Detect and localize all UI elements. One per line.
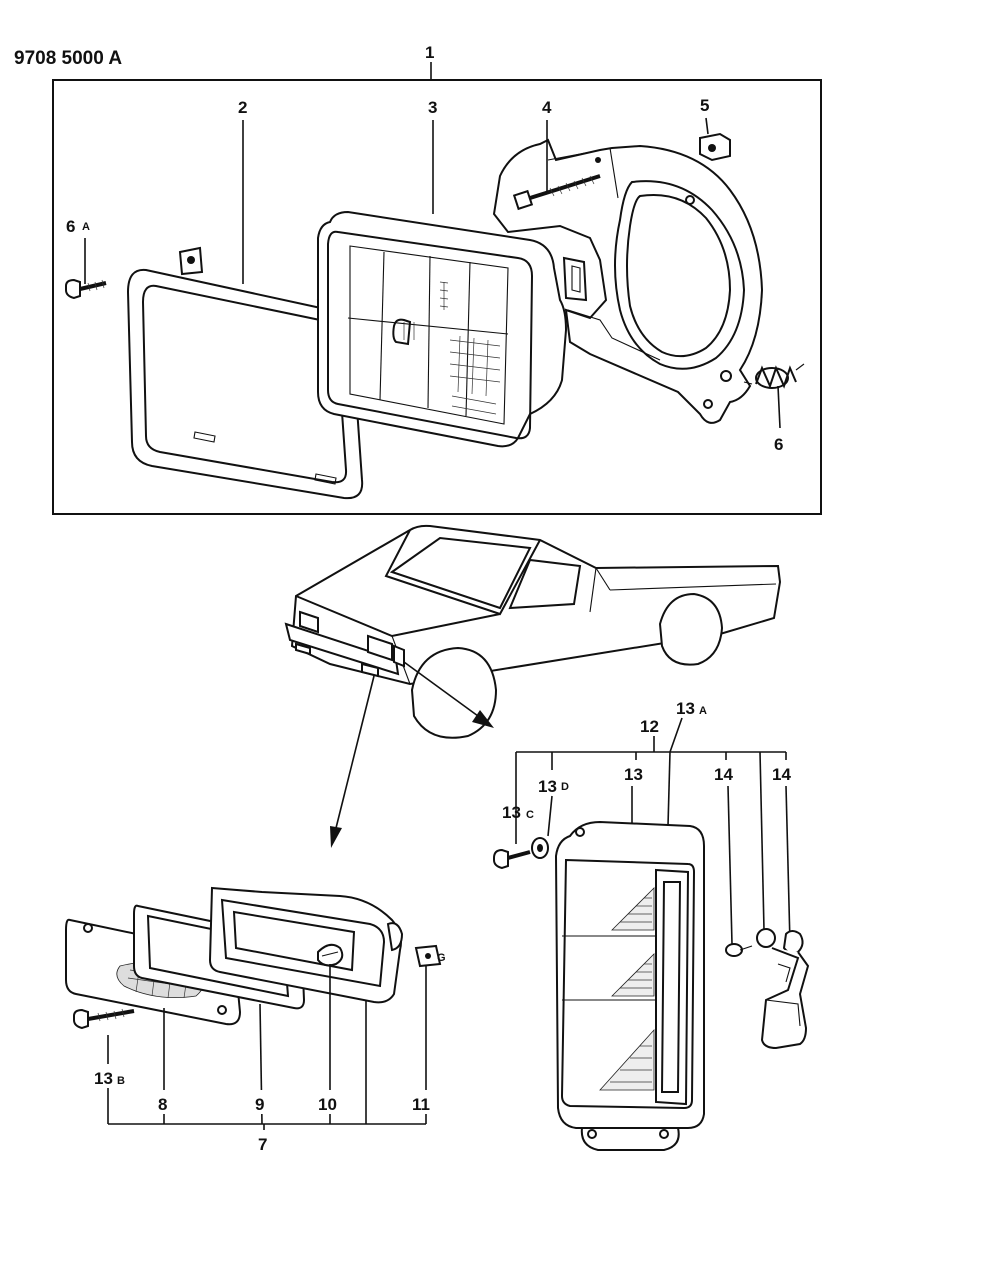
adjusting-spring	[743, 363, 805, 389]
callout-13c: 13	[502, 803, 521, 822]
leader-6	[777, 385, 781, 429]
callout-6a: 6	[66, 217, 75, 236]
callout-6a-suffix: A	[82, 221, 90, 233]
sealed-beam-headlamp	[317, 210, 588, 448]
side-marker-housing	[208, 886, 404, 1004]
callout-9: 9	[255, 1095, 264, 1114]
leader-13a	[669, 717, 683, 753]
label-bg-13b	[92, 1064, 128, 1088]
callout-7: 7	[258, 1135, 267, 1154]
leader-lamp	[667, 751, 671, 827]
diagram-code: 9708 5000 A	[14, 48, 122, 69]
callout-13d: 13	[538, 777, 557, 796]
label-bg-9	[250, 1090, 270, 1114]
washer-13d	[531, 837, 549, 859]
callout-5: 5	[700, 96, 709, 115]
pointer-arrows	[330, 661, 494, 848]
leader-14a	[727, 785, 733, 945]
callout-10: 10	[318, 1095, 337, 1114]
side-marker-bulb	[317, 943, 344, 967]
leader-socket	[759, 751, 765, 931]
adjusting-screw	[512, 174, 601, 211]
callout-12: 12	[640, 717, 659, 736]
callout-1: 1	[425, 43, 434, 62]
callout-4: 4	[542, 98, 552, 117]
callout-2: 2	[238, 98, 247, 117]
leader-13d	[547, 795, 553, 837]
callout-8: 8	[158, 1095, 167, 1114]
callout-13a: 13	[676, 699, 695, 718]
label-bg-10	[316, 1090, 346, 1114]
callout-13b: 13	[94, 1069, 113, 1088]
callout-11: 11	[412, 1095, 430, 1114]
bulb-14a	[725, 943, 753, 957]
nut-clip	[699, 132, 731, 162]
callout-13a-suffix: A	[699, 705, 707, 717]
callout-14a: 14	[714, 765, 733, 784]
callout-13: 13	[624, 765, 643, 784]
socket-and-bulb-14	[756, 928, 810, 1050]
side-marker-clip	[414, 944, 442, 968]
leader-14b	[785, 785, 791, 945]
label-bg-11	[410, 1090, 440, 1114]
screw-6a	[65, 278, 107, 300]
headlamp-mounting-bracket	[492, 138, 764, 424]
screw-13b	[73, 1008, 135, 1030]
callout-14b: 14	[772, 765, 791, 784]
pickup-truck-illustration	[284, 524, 782, 739]
callout-13c-suffix: C	[526, 809, 534, 821]
screw-13c	[493, 848, 531, 870]
combination-lamp	[554, 820, 705, 1151]
callout-13d-suffix: D	[561, 781, 569, 793]
callout-6: 6	[774, 435, 783, 454]
leader-5	[705, 117, 709, 135]
callout-13b-suffix: B	[117, 1075, 125, 1087]
headlamp-assembly-box	[52, 79, 822, 515]
callout-11-suffix: G	[437, 952, 446, 964]
label-bg-8	[154, 1090, 174, 1114]
callout-3: 3	[428, 98, 437, 117]
